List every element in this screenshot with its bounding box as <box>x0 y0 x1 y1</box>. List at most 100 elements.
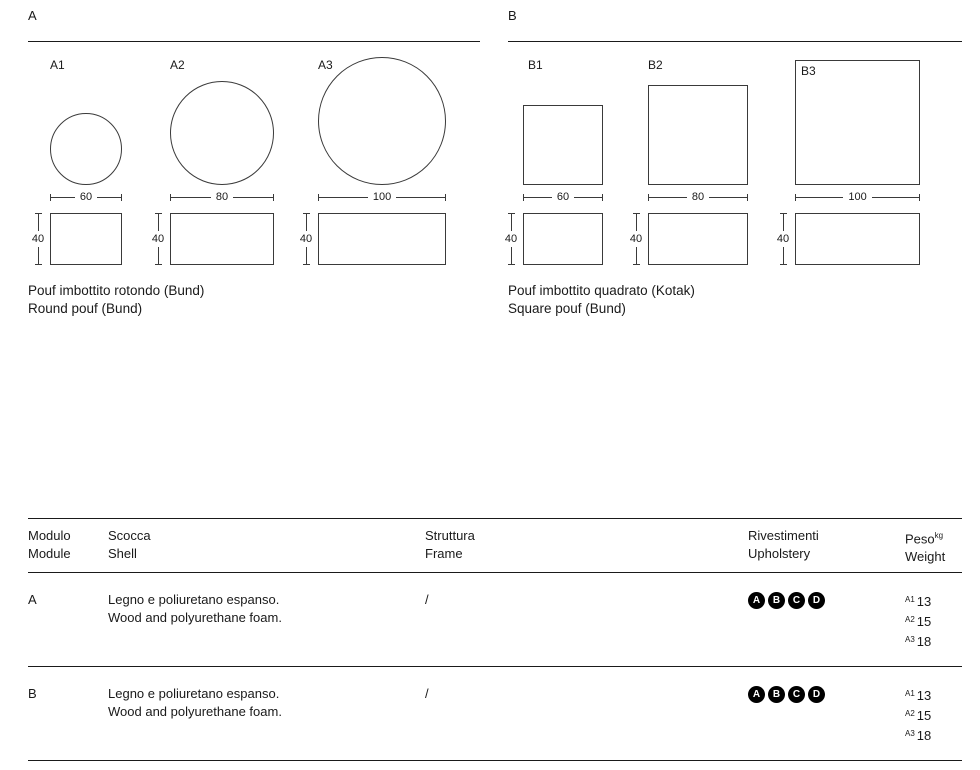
caption-section-a: Pouf imbottito rotondo (Bund) Round pouf… <box>28 282 204 318</box>
frame-cell-a: / <box>425 592 429 608</box>
upholstery-badge: B <box>768 686 785 704</box>
col-header-module-en: Module <box>28 546 71 561</box>
upholstery-badge: D <box>808 592 825 610</box>
dimension-line <box>233 196 273 198</box>
shell-a-italian: Legno e poliuretano espanso. <box>108 592 280 608</box>
dimension-line <box>171 196 211 198</box>
dimension-line <box>305 247 307 264</box>
dimension-line <box>319 196 368 198</box>
dimension-line <box>305 214 307 231</box>
width-value-b3: 100 <box>848 191 867 203</box>
col-header-weight: Pesokg Weight <box>905 527 962 566</box>
top-view-square-b3 <box>795 60 920 185</box>
weight-ref: A1 <box>905 689 915 699</box>
side-view-b2 <box>648 213 748 265</box>
shell-b-english: Wood and polyurethane foam. <box>108 704 282 720</box>
top-view-circle-a1 <box>50 113 122 185</box>
weight-value: 15 <box>916 708 932 724</box>
dimension-line <box>510 247 512 264</box>
weight-ref: A2 <box>905 709 915 719</box>
col-header-shell: Scocca Shell <box>108 527 425 566</box>
dimension-line <box>871 196 920 198</box>
width-dimension-b3: 100 <box>795 191 920 203</box>
width-value-a2: 80 <box>215 191 229 203</box>
dimension-line <box>510 214 512 231</box>
side-view-b3 <box>795 213 920 265</box>
section-a-rule <box>28 41 480 42</box>
weight-label: Peso <box>905 531 935 547</box>
item-label-a2: A2 <box>170 58 185 72</box>
upholstery-badge: A <box>748 686 765 704</box>
height-dimension-a1: 40 <box>28 213 48 265</box>
col-header-weight-it: Pesokg <box>905 527 962 548</box>
dimension-line <box>37 214 39 231</box>
section-b-letter: B <box>508 8 517 23</box>
caption-a-english: Round pouf (Bund) <box>28 301 143 316</box>
item-label-a3: A3 <box>318 58 333 72</box>
section-a-letter: A <box>28 8 37 23</box>
col-header-shell-it: Scocca <box>108 528 151 543</box>
weight-ref: A1 <box>905 595 915 605</box>
height-value-a2: 40 <box>151 233 165 245</box>
spec-table: Modulo Module Scocca Shell Struttura Fra… <box>28 518 962 762</box>
weight-value: 13 <box>916 594 932 610</box>
dimension-line <box>796 196 844 198</box>
shell-a-english: Wood and polyurethane foam. <box>108 610 282 626</box>
height-dimension-a2: 40 <box>148 213 168 265</box>
section-b-rule <box>508 41 962 42</box>
dimension-line <box>524 196 552 198</box>
col-header-upholstery-en: Upholstery <box>748 546 811 561</box>
top-view-square-b1 <box>523 105 603 185</box>
col-header-upholstery: Rivestimenti Upholstery <box>748 527 905 566</box>
col-header-weight-en: Weight <box>905 549 946 565</box>
side-view-a1 <box>50 213 122 265</box>
weight-value: 18 <box>916 634 932 650</box>
upholstery-badge: C <box>788 592 805 610</box>
weight-value: 13 <box>916 688 932 704</box>
width-value-a1: 60 <box>79 191 93 203</box>
dimension-line <box>574 196 602 198</box>
weight-value: 18 <box>916 728 932 744</box>
height-dimension-b3: 40 <box>773 213 793 265</box>
top-view-circle-a2 <box>170 81 274 185</box>
item-label-b3: B3 <box>801 64 816 78</box>
dimension-line <box>51 196 75 198</box>
item-label-b2: B2 <box>648 58 663 72</box>
module-cell-a: A <box>28 592 37 608</box>
upholstery-badge: B <box>768 592 785 610</box>
frame-cell-b: / <box>425 686 429 702</box>
dimension-line <box>649 196 687 198</box>
col-header-frame-it: Struttura <box>425 528 475 543</box>
height-value-b3: 40 <box>776 233 790 245</box>
table-header: Modulo Module Scocca Shell Struttura Fra… <box>28 519 962 574</box>
module-cell-b: B <box>28 686 37 702</box>
height-dimension-b1: 40 <box>501 213 521 265</box>
col-header-module: Modulo Module <box>28 527 108 566</box>
width-dimension-a3: 100 <box>318 191 446 203</box>
height-value-b1: 40 <box>504 233 518 245</box>
side-view-a2 <box>170 213 274 265</box>
height-value-b2: 40 <box>629 233 643 245</box>
top-view-circle-a3 <box>318 57 446 185</box>
table-row-a: A Legno e poliuretano espanso. Wood and … <box>28 573 962 668</box>
caption-a-italian: Pouf imbottito rotondo (Bund) <box>28 283 205 298</box>
weight-ref: A3 <box>905 729 915 739</box>
height-dimension-b2: 40 <box>626 213 646 265</box>
dimension-line <box>157 214 159 231</box>
col-header-frame-en: Frame <box>425 546 463 561</box>
shell-cell-b: Legno e poliuretano espanso. Wood and po… <box>108 685 425 721</box>
dimension-line <box>37 247 39 264</box>
dimension-line <box>97 196 121 198</box>
width-dimension-b1: 60 <box>523 191 603 203</box>
side-view-b1 <box>523 213 603 265</box>
side-view-a3 <box>318 213 446 265</box>
height-value-a3: 40 <box>299 233 313 245</box>
dimension-line <box>157 247 159 264</box>
